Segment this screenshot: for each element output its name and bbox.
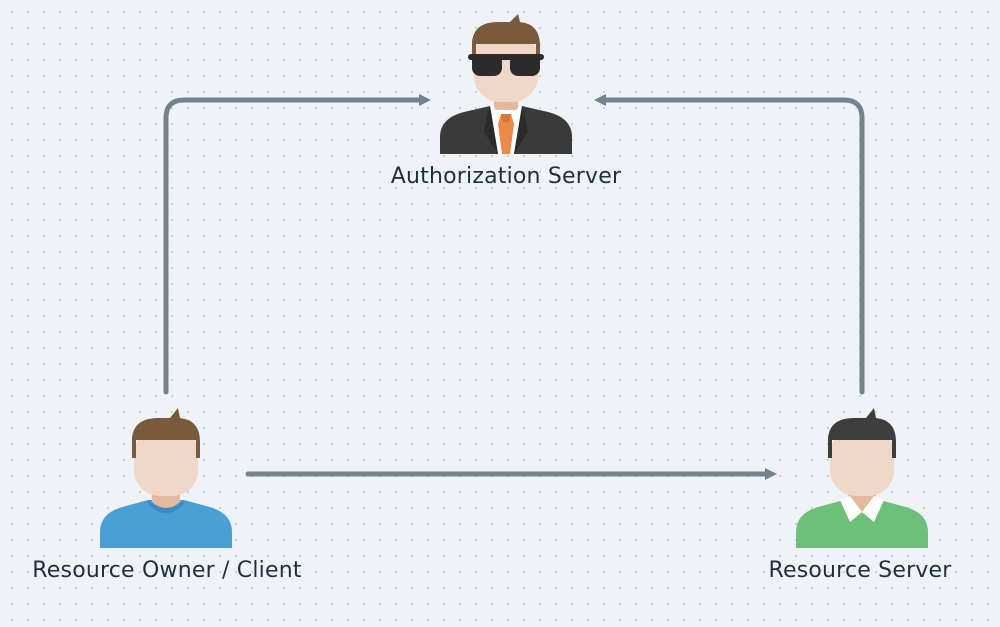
resource-server-label: Resource Server (768, 558, 952, 583)
authorization-server-label: Authorization Server (390, 164, 622, 189)
person-with-sunglasses-and-suit-icon (440, 14, 572, 154)
arrow-owner-to-authorization-server (163, 94, 431, 395)
person-blue-shirt-icon (100, 408, 232, 548)
resource-owner-client-label: Resource Owner / Client (32, 558, 302, 583)
resource-owner-client-node (98, 406, 234, 548)
arrow-resource-server-to-authorization-server (594, 94, 865, 395)
authorization-server-node (438, 12, 574, 154)
resource-server-node (794, 406, 930, 548)
person-green-shirt-icon (796, 408, 928, 548)
